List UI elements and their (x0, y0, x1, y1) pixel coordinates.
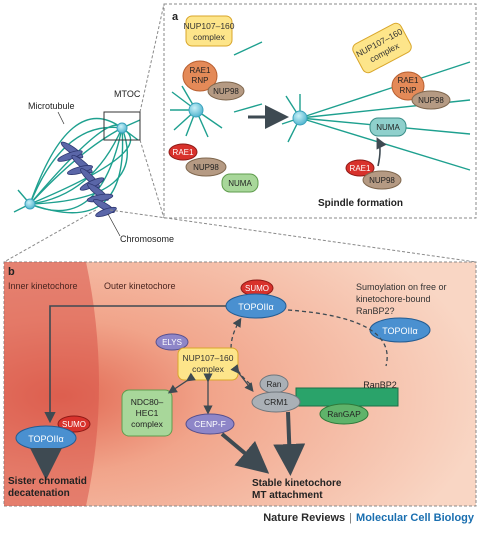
numa-right (369, 117, 407, 137)
mtoc-zoom-box (103, 111, 141, 141)
ndc80-line2: HEC1 (136, 408, 159, 418)
rae1-rnp-left-line2: RNP (192, 76, 209, 85)
cenpf-label: CENP-F (194, 419, 226, 429)
ndc80-line1: NDC80– (131, 397, 164, 407)
numa-left (221, 173, 259, 193)
inner-kinetochore-label: Inner kinetochore (8, 281, 78, 291)
rae1-rnp-left-line1: RAE1 (190, 66, 211, 75)
nup107-complex-left (185, 15, 233, 47)
mtoc-label: MTOC (114, 89, 141, 99)
journal-name: Nature Reviews (263, 512, 346, 524)
nup98-left-bottom (185, 157, 227, 177)
stable-attachment-line1: Stable kinetochore (252, 478, 342, 489)
chromosomes (57, 141, 117, 218)
nup107-left-line1: NUP107–160 (183, 21, 234, 31)
nup98-right-bottom (362, 170, 402, 190)
rae1-rnp-right-line2: RNP (400, 86, 417, 95)
outer-kinetochore-label: Outer kinetochore (104, 281, 176, 291)
microtubule-label: Microtubule (28, 101, 75, 111)
zoom-line-top (139, 3, 165, 113)
stable-attachment-line2: MT attachment (252, 490, 323, 501)
zoom-line-bottom (139, 139, 165, 219)
sumoylation-line2: kinetochore-bound (356, 294, 431, 304)
nup98-right-bottom-label: NUP98 (369, 176, 395, 185)
nup107-b-line1: NUP107–160 (182, 353, 233, 363)
inner-kinetochore-zone (4, 262, 99, 506)
sumoylation-line3: RanBP2? (356, 306, 395, 316)
subjournal-name: Molecular Cell Biology (356, 512, 474, 524)
rae1-right-label: RAE1 (350, 164, 371, 173)
sumo-left (57, 415, 91, 433)
zoom-b-line-left (3, 209, 97, 263)
ndc80-hec1-complex (121, 389, 173, 437)
topoii-top-label: TOPOIIα (238, 302, 274, 312)
cell-mtoc-top (116, 122, 128, 134)
rangap (319, 403, 369, 425)
nup107-complex-right: NUP107–160 complex (352, 22, 412, 74)
sister-chromatid-line1: Sister chromatid (8, 476, 87, 487)
nup98-right-top-label: NUP98 (418, 96, 444, 105)
chromosome-label: Chromosome (120, 234, 174, 244)
ndc80-line3: complex (131, 419, 163, 429)
nup107-b-line2: complex (192, 364, 224, 374)
rae1-rnp-left (182, 60, 218, 92)
cenpf-attachment-arrow (220, 432, 270, 474)
crm1-label: CRM1 (264, 397, 288, 407)
sister-chromatid-line2: decatenation (8, 488, 70, 499)
sumoylation-cycle-arrow-right (287, 309, 388, 367)
nup107-left-line2: complex (193, 32, 225, 42)
sumoylation-line1: Sumoylation on free or (356, 282, 447, 292)
topoii-right-label: TOPOIIα (382, 326, 418, 336)
topoii-left-label: TOPOIIα (28, 434, 64, 444)
cell-mtoc-bottom (24, 198, 36, 210)
spindle-formation-label: Spindle formation (318, 198, 403, 209)
ran-label: Ran (267, 380, 282, 389)
rae1-rnp-right (391, 71, 425, 101)
chromosome-pointer (107, 213, 121, 237)
credit-separator: | (349, 512, 353, 524)
ranbp2-label: RanBP2 (363, 380, 397, 390)
elys-label: ELYS (162, 338, 182, 347)
crm1 (251, 391, 301, 413)
nup98-left-bottom-label: NUP98 (193, 163, 219, 172)
panel-a-letter: a (172, 11, 179, 23)
relocation-arrow (44, 305, 226, 424)
free-microtubule-2 (233, 103, 263, 113)
rae1-left (168, 143, 198, 161)
crm1-attachment-arrow (273, 411, 306, 476)
microtubule-pointer (57, 111, 65, 125)
mtoc-right (292, 110, 308, 126)
nup-crm1-arrow (230, 364, 254, 393)
zoom-b-line-right (109, 209, 477, 263)
mtoc-left (188, 102, 204, 118)
nup98-left-top-label: NUP98 (213, 87, 239, 96)
sumo-top-label: SUMO (245, 284, 269, 293)
nup98-left-top (207, 81, 245, 101)
rae1-left-label: RAE1 (173, 148, 194, 157)
panel-b-letter: b (8, 266, 15, 278)
numa-left-label: NUMA (228, 179, 252, 188)
rae1-rnp-right-line1: RAE1 (398, 76, 419, 85)
nup-ndc80-arrow (167, 372, 196, 394)
elys (155, 333, 189, 351)
free-microtubule-1 (233, 41, 263, 56)
rae1-right (345, 159, 375, 177)
release-arrow (376, 137, 387, 167)
ranbp2-bar (295, 387, 399, 407)
cenpf (185, 413, 235, 435)
sumo-left-label: SUMO (62, 420, 86, 429)
numa-right-label: NUMA (376, 123, 400, 132)
rangap-label: RanGAP (327, 409, 361, 419)
figure-credit: Nature Reviews|Molecular Cell Biology (0, 512, 474, 524)
nup98-right-top (411, 90, 451, 110)
